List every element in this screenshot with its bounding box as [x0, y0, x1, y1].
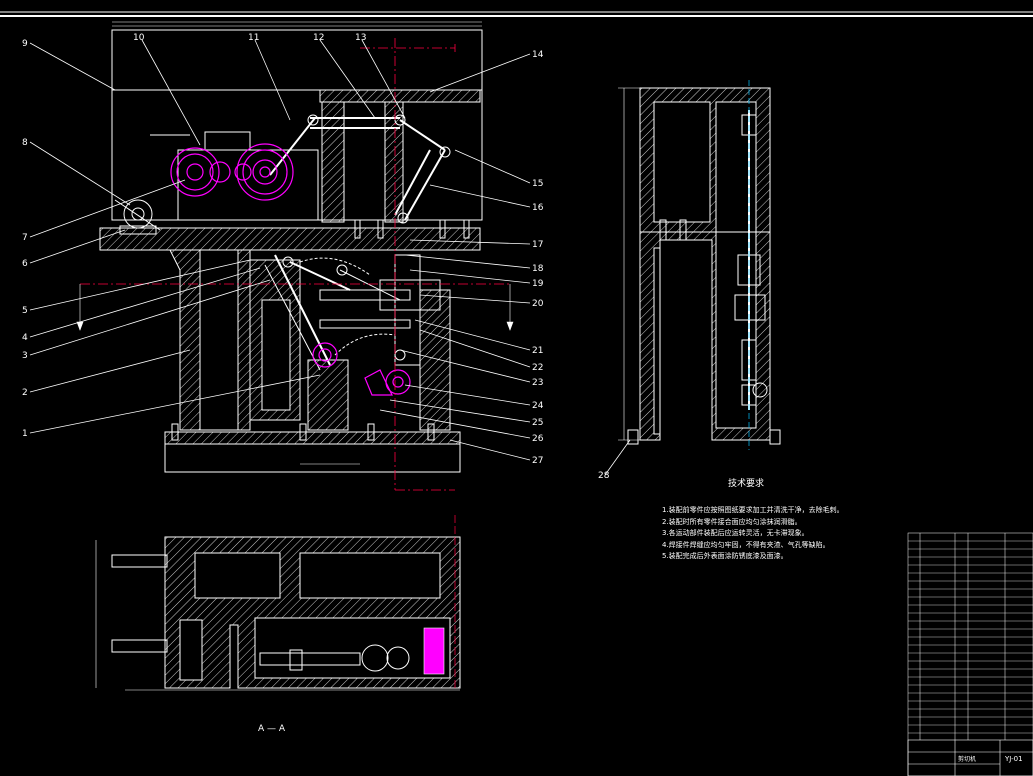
- dimension-lines: [76, 21, 514, 465]
- part-numbers-right: 15 16 17 18 19 20 21 22 23 24 25 26 27 2…: [532, 179, 610, 481]
- tech-line-5: 5.装配完成后外表面涂防锈底漆及面漆。: [662, 552, 788, 560]
- part-label-7: 7: [22, 233, 28, 243]
- part-label-6: 6: [22, 259, 28, 269]
- part-label-13: 13: [355, 33, 366, 43]
- leader-lines: [29, 39, 631, 476]
- tech-line-1: 1.装配前零件应按照图纸要求加工并清洗干净，去除毛刺。: [662, 506, 844, 514]
- part-label-26: 26: [532, 434, 544, 444]
- part-label-20: 20: [532, 299, 544, 309]
- side-view: [618, 87, 781, 445]
- part-label-9: 9: [22, 39, 28, 49]
- parts-list-table: [907, 532, 1033, 776]
- part-label-22: 22: [532, 363, 543, 373]
- title-block-name: 剪切机: [958, 755, 976, 763]
- part-label-4: 4: [22, 333, 28, 343]
- part-label-18: 18: [532, 264, 544, 274]
- part-label-10: 10: [133, 33, 145, 43]
- part-label-3: 3: [22, 351, 28, 361]
- part-label-2: 2: [22, 388, 28, 398]
- part-label-12: 12: [313, 33, 324, 43]
- part-label-15: 15: [532, 179, 543, 189]
- part-label-14: 14: [532, 50, 544, 60]
- part-label-5: 5: [22, 306, 28, 316]
- part-label-11: 11: [248, 33, 259, 43]
- tech-requirements: 1.装配前零件应按照图纸要求加工并清洗干净，去除毛刺。 2.装配时所有零件接合面…: [662, 505, 862, 563]
- drawing-frame: [0, 11, 1033, 17]
- tech-line-2: 2.装配时所有零件接合面应均匀涂抹润滑脂。: [662, 517, 802, 526]
- part-label-25: 25: [532, 418, 543, 428]
- gear-train: [170, 143, 411, 396]
- title-block: [907, 739, 1033, 776]
- section-label: A — A: [258, 724, 286, 734]
- part-numbers-top: 10 11 12 13 14: [133, 33, 544, 60]
- tech-line-3: 3.各运动部件装配后应运转灵活，无卡滞现象。: [662, 529, 809, 537]
- part-label-17: 17: [532, 240, 543, 250]
- part-label-1: 1: [22, 429, 28, 439]
- parts-list-rows: [908, 540, 1033, 734]
- tech-line-4: 4.焊接件焊缝应均匀牢固，不得有夹渣、气孔等缺陷。: [662, 540, 830, 549]
- part-label-16: 16: [532, 203, 544, 213]
- tech-requirements-title: 技术要求: [728, 479, 765, 489]
- title-block-code: YJ-01: [1004, 755, 1023, 763]
- section-view-a-a: [95, 536, 461, 691]
- main-front-view: [99, 25, 483, 473]
- part-label-19: 19: [532, 279, 544, 289]
- part-label-21: 21: [532, 346, 543, 356]
- part-label-23: 23: [532, 378, 543, 388]
- part-numbers-left: 9 8 7 6 5 4 3 2 1: [22, 39, 28, 439]
- part-label-28: 28: [598, 471, 610, 481]
- section-highlight: [423, 627, 445, 675]
- part-label-8: 8: [22, 138, 28, 148]
- center-lines: [80, 38, 510, 491]
- part-label-24: 24: [532, 401, 544, 411]
- part-label-27: 27: [532, 456, 543, 466]
